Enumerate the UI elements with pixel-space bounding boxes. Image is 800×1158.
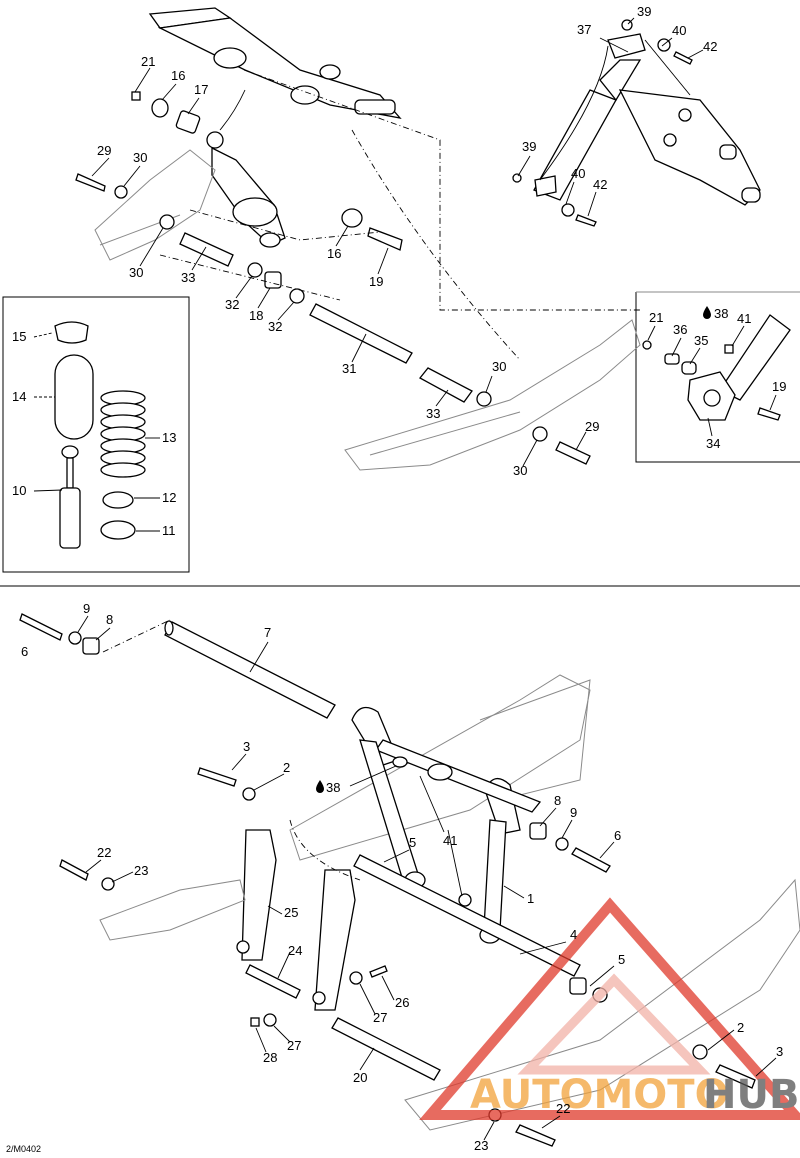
callout-17: 17 bbox=[194, 82, 208, 97]
callout-6: 6 bbox=[614, 828, 621, 843]
callout-30: 30 bbox=[129, 265, 143, 280]
callout-16: 16 bbox=[171, 68, 185, 83]
callout-11: 11 bbox=[162, 523, 176, 538]
upper-rear-arm-assembly bbox=[75, 7, 641, 471]
leader-lines bbox=[33, 17, 777, 1141]
inset-box-shock bbox=[2, 296, 190, 573]
callout-39: 39 bbox=[637, 4, 651, 19]
callout-27: 27 bbox=[287, 1038, 301, 1053]
watermark-triangle bbox=[419, 897, 800, 1120]
droplet-icon bbox=[316, 780, 324, 793]
callout-34: 34 bbox=[706, 436, 720, 451]
callout-10: 10 bbox=[12, 483, 26, 498]
callout-14: 14 bbox=[12, 389, 26, 404]
callout-3: 3 bbox=[776, 1044, 783, 1059]
callout-9: 9 bbox=[83, 601, 90, 616]
callout-25: 25 bbox=[284, 905, 298, 920]
watermark-text-automoto: AUTOMOTO bbox=[470, 1072, 729, 1118]
callout-37: 37 bbox=[577, 22, 591, 37]
callout-22: 22 bbox=[556, 1101, 570, 1116]
callout-40: 40 bbox=[672, 23, 686, 38]
callout-32: 32 bbox=[225, 297, 239, 312]
callout-33: 33 bbox=[426, 406, 440, 421]
callout-26: 26 bbox=[395, 995, 409, 1010]
callout-31: 31 bbox=[342, 361, 356, 376]
callout-24: 24 bbox=[288, 943, 302, 958]
callout-42: 42 bbox=[593, 177, 607, 192]
callout-16: 16 bbox=[327, 246, 341, 261]
callout-8: 8 bbox=[554, 793, 561, 808]
callout-22: 22 bbox=[97, 845, 111, 860]
callout-13: 13 bbox=[162, 430, 176, 445]
upper-right-shock-bracket bbox=[512, 19, 761, 227]
watermark-text-hub: HUB bbox=[703, 1072, 799, 1118]
callout-15: 15 bbox=[12, 329, 26, 344]
callout-32: 32 bbox=[268, 319, 282, 334]
drawing-code: 2/M0402 bbox=[6, 1144, 41, 1154]
callout-2: 2 bbox=[283, 760, 290, 775]
callout-35: 35 bbox=[694, 333, 708, 348]
callout-9: 9 bbox=[570, 805, 577, 820]
callout-8: 8 bbox=[106, 612, 113, 627]
callout-4: 4 bbox=[570, 927, 577, 942]
callout-41: 41 bbox=[737, 311, 751, 326]
callout-5: 5 bbox=[618, 952, 625, 967]
callout-30: 30 bbox=[492, 359, 506, 374]
callout-5: 5 bbox=[409, 835, 416, 850]
callout-labels: 21 16 17 29 30 30 33 32 18 32 16 19 31 3… bbox=[12, 4, 786, 1153]
callout-33: 33 bbox=[181, 270, 195, 285]
callout-36: 36 bbox=[673, 322, 687, 337]
callout-40: 40 bbox=[571, 166, 585, 181]
callout-20: 20 bbox=[353, 1070, 367, 1085]
callout-28: 28 bbox=[263, 1050, 277, 1065]
callout-2: 2 bbox=[737, 1020, 744, 1035]
callout-30: 30 bbox=[133, 150, 147, 165]
callout-21: 21 bbox=[141, 54, 155, 69]
callout-6: 6 bbox=[21, 644, 28, 659]
callout-19: 19 bbox=[369, 274, 383, 289]
callout-27: 27 bbox=[373, 1010, 387, 1025]
callout-39: 39 bbox=[522, 139, 536, 154]
callout-1: 1 bbox=[527, 891, 534, 906]
watermark-logo: AUTOMOTO HUB bbox=[419, 897, 800, 1120]
callout-23: 23 bbox=[134, 863, 148, 878]
inset-shock-parts bbox=[54, 321, 146, 549]
droplet-icon bbox=[703, 306, 711, 319]
callout-29: 29 bbox=[585, 419, 599, 434]
callout-7: 7 bbox=[264, 625, 271, 640]
callout-38: 38 bbox=[714, 306, 728, 321]
inset-bracket-parts bbox=[642, 314, 791, 421]
callout-42: 42 bbox=[703, 39, 717, 54]
callout-38: 38 bbox=[326, 780, 340, 795]
coil-spring bbox=[100, 390, 146, 478]
callout-21: 21 bbox=[649, 310, 663, 325]
callout-18: 18 bbox=[249, 308, 263, 323]
callout-19: 19 bbox=[772, 379, 786, 394]
callout-30: 30 bbox=[513, 463, 527, 478]
callout-23: 23 bbox=[474, 1138, 488, 1153]
callout-3: 3 bbox=[243, 739, 250, 754]
callout-29: 29 bbox=[97, 143, 111, 158]
callout-12: 12 bbox=[162, 490, 176, 505]
